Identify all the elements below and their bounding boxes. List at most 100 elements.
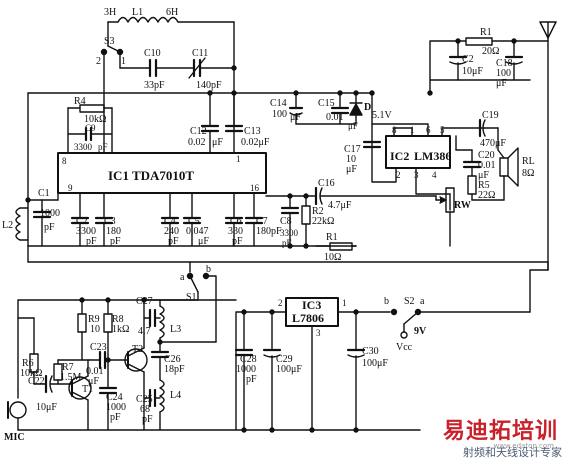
vcc-label: Vcc bbox=[396, 342, 413, 353]
r5-resistor bbox=[467, 175, 477, 195]
c14-value: 100 bbox=[272, 109, 287, 120]
l2-label: L2 bbox=[2, 220, 13, 231]
r9-resistor bbox=[77, 313, 87, 333]
r4-value: 10kΩ bbox=[84, 114, 106, 125]
c19-value: 470μF bbox=[480, 138, 506, 149]
c27-value: 4.7 bbox=[138, 326, 151, 337]
ic1-body bbox=[57, 152, 267, 194]
r9-label: R9 bbox=[88, 314, 100, 325]
c12-value: 0.02 bbox=[188, 137, 206, 148]
c24-unit: pF bbox=[110, 412, 121, 423]
c24-label: C24 bbox=[106, 392, 123, 403]
ic2-body bbox=[385, 135, 451, 169]
rl-label: RL bbox=[522, 156, 535, 167]
c22-value: 10μF bbox=[36, 402, 57, 413]
c26-label: C26 bbox=[164, 354, 181, 365]
c8-unit: pF bbox=[282, 238, 292, 248]
mic-label: MIC bbox=[4, 432, 25, 443]
c23-label: C23 bbox=[90, 342, 107, 353]
ic1-pin-16: 16 bbox=[250, 183, 260, 193]
c30-label: C30 bbox=[362, 346, 379, 357]
l1-6h-label: 6H bbox=[166, 7, 178, 18]
c15-label: C15 bbox=[318, 98, 335, 109]
c24-value: 1000 bbox=[106, 402, 126, 413]
r2-label: R2 bbox=[312, 206, 324, 217]
c9-label: C9 bbox=[85, 123, 96, 133]
c3-label: C3 bbox=[104, 216, 116, 227]
s2-b-label: b bbox=[384, 296, 389, 307]
l4-coil bbox=[159, 379, 165, 413]
c8-label: C8 bbox=[280, 216, 292, 227]
s2-a-label: a bbox=[420, 296, 425, 307]
c8-value: 3300 bbox=[280, 228, 299, 238]
t1-transistor bbox=[68, 376, 92, 400]
c2-label: C2 bbox=[76, 216, 88, 227]
c13-label: C13 bbox=[244, 126, 261, 137]
c25-label: C25 bbox=[136, 394, 153, 405]
c22-label: C22 bbox=[28, 376, 45, 387]
r1-bottom-value: 10Ω bbox=[324, 252, 341, 263]
r2-value: 22kΩ bbox=[312, 216, 334, 227]
c1-label: C1 bbox=[38, 188, 50, 199]
c17-value: 10 bbox=[346, 154, 356, 165]
l1-3h-label: 3H bbox=[104, 7, 116, 18]
c5-value: 0.047 bbox=[186, 226, 209, 237]
c4-value: 240 bbox=[164, 226, 179, 237]
s2-label: S2 bbox=[404, 296, 415, 307]
c29-value: 100μF bbox=[276, 364, 302, 375]
speaker-icon bbox=[499, 157, 509, 177]
r1-top-resistor bbox=[465, 37, 493, 46]
s1-a-label: a bbox=[180, 272, 185, 283]
c20-value: 0.01 bbox=[478, 160, 496, 171]
c15-unit: μF bbox=[348, 121, 358, 131]
l2-coil bbox=[15, 207, 21, 241]
r8-value: 1kΩ bbox=[112, 324, 129, 335]
l4-label: L4 bbox=[170, 390, 181, 401]
t1-label: T1 bbox=[82, 384, 93, 395]
c4-unit: pF bbox=[168, 236, 179, 247]
l3-coil bbox=[159, 305, 165, 339]
s3-pin1: 1 bbox=[121, 56, 126, 67]
c14-unit: μF bbox=[290, 112, 301, 123]
c2-value: 3300 bbox=[76, 226, 96, 237]
c18-unit: μF bbox=[496, 78, 507, 89]
watermark-subtitle: 射频和天线设计专家 bbox=[463, 446, 562, 459]
ic1-pin-8: 8 bbox=[62, 156, 67, 166]
c28-unit: pF bbox=[246, 374, 257, 385]
r7-label: R7 bbox=[62, 362, 74, 373]
ic1-pin-9: 9 bbox=[68, 183, 73, 193]
l1-label: L1 bbox=[132, 7, 143, 18]
l1-coil bbox=[117, 16, 179, 23]
l3-label: L3 bbox=[170, 324, 181, 335]
c11-value: 140pF bbox=[196, 80, 222, 91]
ic3-label-b: L7806 bbox=[292, 311, 324, 325]
r9-value: 10 bbox=[90, 324, 100, 335]
c25-value: 68 bbox=[140, 404, 150, 415]
r1-top-label: R1 bbox=[480, 27, 492, 38]
watermark-logo: 易迪拓培训 bbox=[442, 419, 558, 444]
ic2-label-a: IC2 bbox=[390, 149, 409, 163]
junction-dots bbox=[25, 38, 517, 433]
c2-top-label: C2 bbox=[462, 54, 474, 65]
c12-unit: μF bbox=[212, 137, 223, 148]
r7-value: 1.5M bbox=[60, 372, 82, 383]
c16-value: 4.7μF bbox=[328, 200, 352, 211]
c25-unit: pF bbox=[142, 414, 153, 425]
r5-label: R5 bbox=[478, 180, 490, 191]
c20-unit: μF bbox=[478, 170, 489, 181]
r1-top-value: 20Ω bbox=[482, 46, 499, 57]
c18-label: C18 bbox=[496, 58, 513, 69]
microphone-icon bbox=[9, 401, 27, 419]
c10-label: C10 bbox=[144, 48, 161, 59]
c5-label: C5 bbox=[188, 216, 200, 227]
c3-unit: pF bbox=[110, 236, 121, 247]
s3-pin2: 2 bbox=[96, 56, 101, 67]
s1-b-label: b bbox=[206, 264, 211, 275]
c18-value: 100 bbox=[496, 68, 511, 79]
c3-value: 180 bbox=[106, 226, 121, 237]
c1-unit: pF bbox=[44, 222, 55, 233]
rw-label: RW bbox=[454, 200, 471, 211]
vcc-terminal bbox=[400, 331, 408, 339]
ic2-label-b: LM386 bbox=[414, 149, 451, 163]
